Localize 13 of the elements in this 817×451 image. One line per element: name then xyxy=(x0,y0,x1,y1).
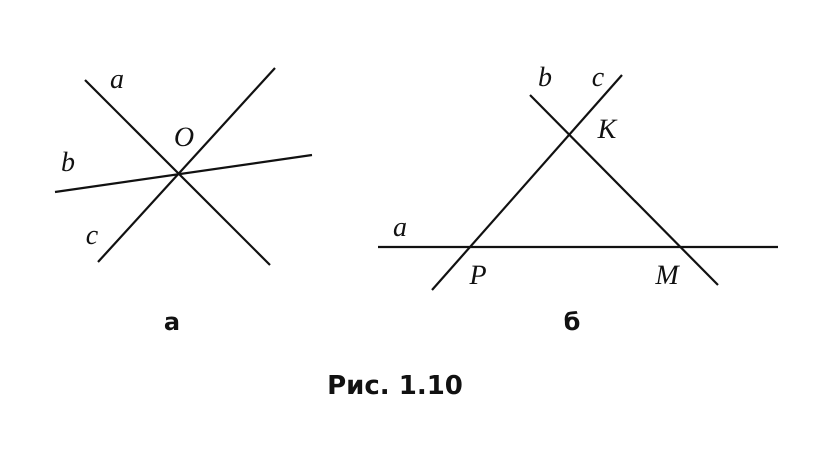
panel-label: б xyxy=(564,310,580,334)
point-label: M xyxy=(655,262,679,290)
line-label: a xyxy=(110,66,124,94)
line-label: c xyxy=(592,64,604,92)
point-label: O xyxy=(174,124,194,152)
point-label: P xyxy=(469,262,487,290)
line-label: c xyxy=(86,222,98,250)
line-label: a xyxy=(393,214,407,242)
line-label: b xyxy=(538,64,552,92)
point-label: K xyxy=(598,116,616,144)
figure-caption: Рис. 1.10 xyxy=(327,373,463,399)
panel-label: а xyxy=(164,310,180,334)
line-label: b xyxy=(61,149,75,177)
